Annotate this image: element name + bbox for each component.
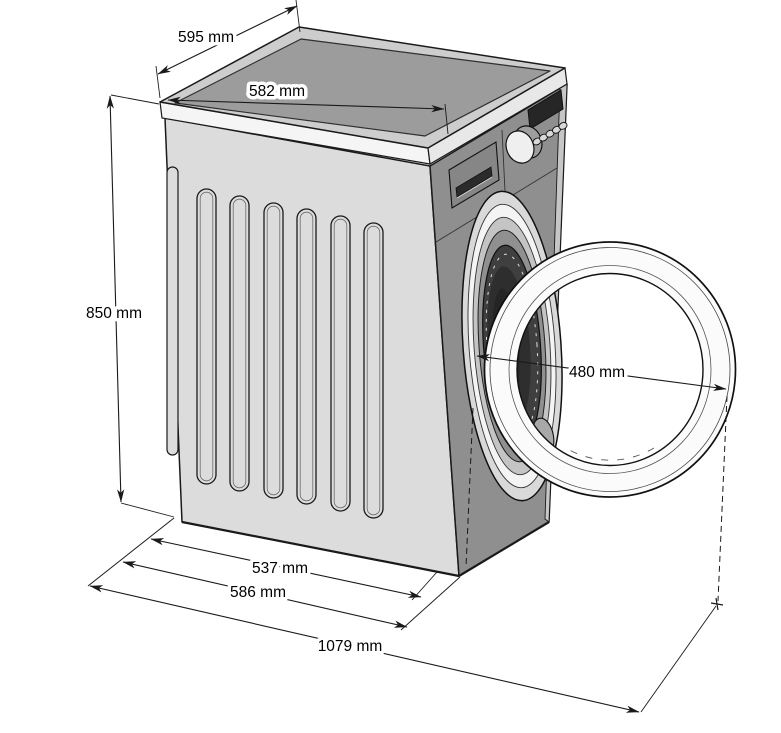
bottom-edge-front [458,521,550,577]
door-glass-dash-detail [565,447,655,461]
door-diameter-label: 480 mm [569,364,625,381]
dashed-extension-line [717,395,728,602]
dimension-door-diameter [465,354,728,611]
dimension-line [106,95,125,503]
dimension-depth-door-open [89,585,717,713]
extension-line [295,0,301,33]
extension-line [120,502,175,518]
button [558,122,568,130]
dimension-line [167,96,445,113]
depth-door-open-label: 1079 mm [318,638,383,655]
height-label: 850 mm [86,305,142,322]
extension-line [87,517,175,587]
extension-line [444,103,449,135]
extension-line [110,94,160,105]
dimension-line [89,585,640,713]
side-panel-ribs [196,188,384,519]
dashed-extension-line [465,407,474,568]
washing-machine [159,26,737,578]
rib [196,188,217,485]
rib [296,208,317,505]
program-knob [505,125,543,164]
drawer-handle-slot [455,166,493,198]
display [527,89,564,130]
dimension-line [157,5,298,75]
top-width-label: 582 mm [249,83,305,100]
extension-line [640,605,717,713]
rib [330,215,351,512]
dimensions [87,0,728,713]
dimension-height [106,94,175,518]
dimension-top-width [167,96,449,135]
control-buttons [532,122,568,146]
knob-face [505,130,535,164]
extension-line [400,576,461,631]
side-panel-edge-molding [166,166,179,456]
rib [263,202,284,499]
extension-line [155,65,161,99]
side-panel [164,117,460,577]
top-depth-label: 595 mm [178,29,234,46]
detergent-drawer [448,141,500,209]
rib [363,222,384,519]
dimension-labels: 595 mm 582 mm 850 mm 480 mm 537 mm 586 m… [83,26,629,659]
dimension-top-depth [155,0,301,99]
bottom-depth-label: 586 mm [230,584,286,601]
cross-tick [715,597,719,611]
drawer-slot-highlight [456,176,493,199]
rib [229,195,250,492]
dimension-line [476,354,727,391]
bottom-depth-base-label: 537 mm [252,560,308,577]
